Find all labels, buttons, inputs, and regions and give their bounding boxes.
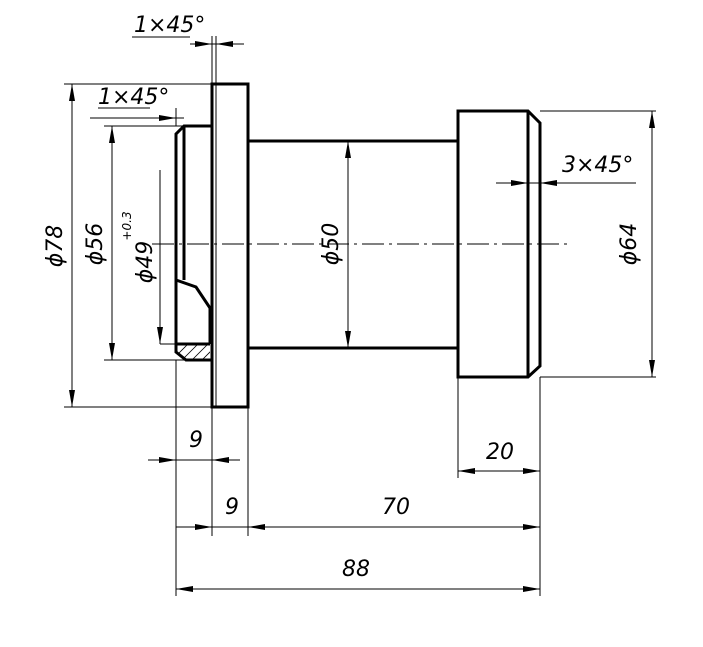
- chamfer-label-top: 1×45°: [134, 13, 205, 38]
- diameter-label-78: ϕ78: [43, 225, 68, 268]
- chamfer-label-bore: 1×45°: [98, 85, 169, 110]
- dimension-labels: 1×45° 1×45° 3×45° ϕ78 ϕ56 ϕ49 +0.3 ϕ50 ϕ…: [43, 13, 642, 582]
- diameter-label-64: ϕ64: [617, 223, 642, 266]
- diameter-tolerance-49: +0.3: [120, 211, 134, 240]
- left-boss-outline: [174, 124, 212, 362]
- dimension-lines: [69, 36, 655, 592]
- length-label-flange-9: 9: [225, 495, 239, 520]
- length-label-20: 20: [486, 440, 514, 465]
- bore-profile: [175, 278, 212, 344]
- chamfer-label-right: 3×45°: [562, 153, 633, 178]
- diameter-label-50: ϕ50: [319, 223, 344, 266]
- length-label-88: 88: [342, 557, 370, 582]
- length-label-70: 70: [382, 495, 410, 520]
- length-label-left-9: 9: [189, 428, 203, 453]
- flange-outline: [210, 82, 250, 409]
- section-hatching: [176, 344, 210, 360]
- diameter-label-49: ϕ49: [133, 241, 158, 284]
- extension-lines: [64, 36, 656, 596]
- part-outline: [174, 82, 542, 409]
- diameter-label-56: ϕ56: [83, 223, 108, 266]
